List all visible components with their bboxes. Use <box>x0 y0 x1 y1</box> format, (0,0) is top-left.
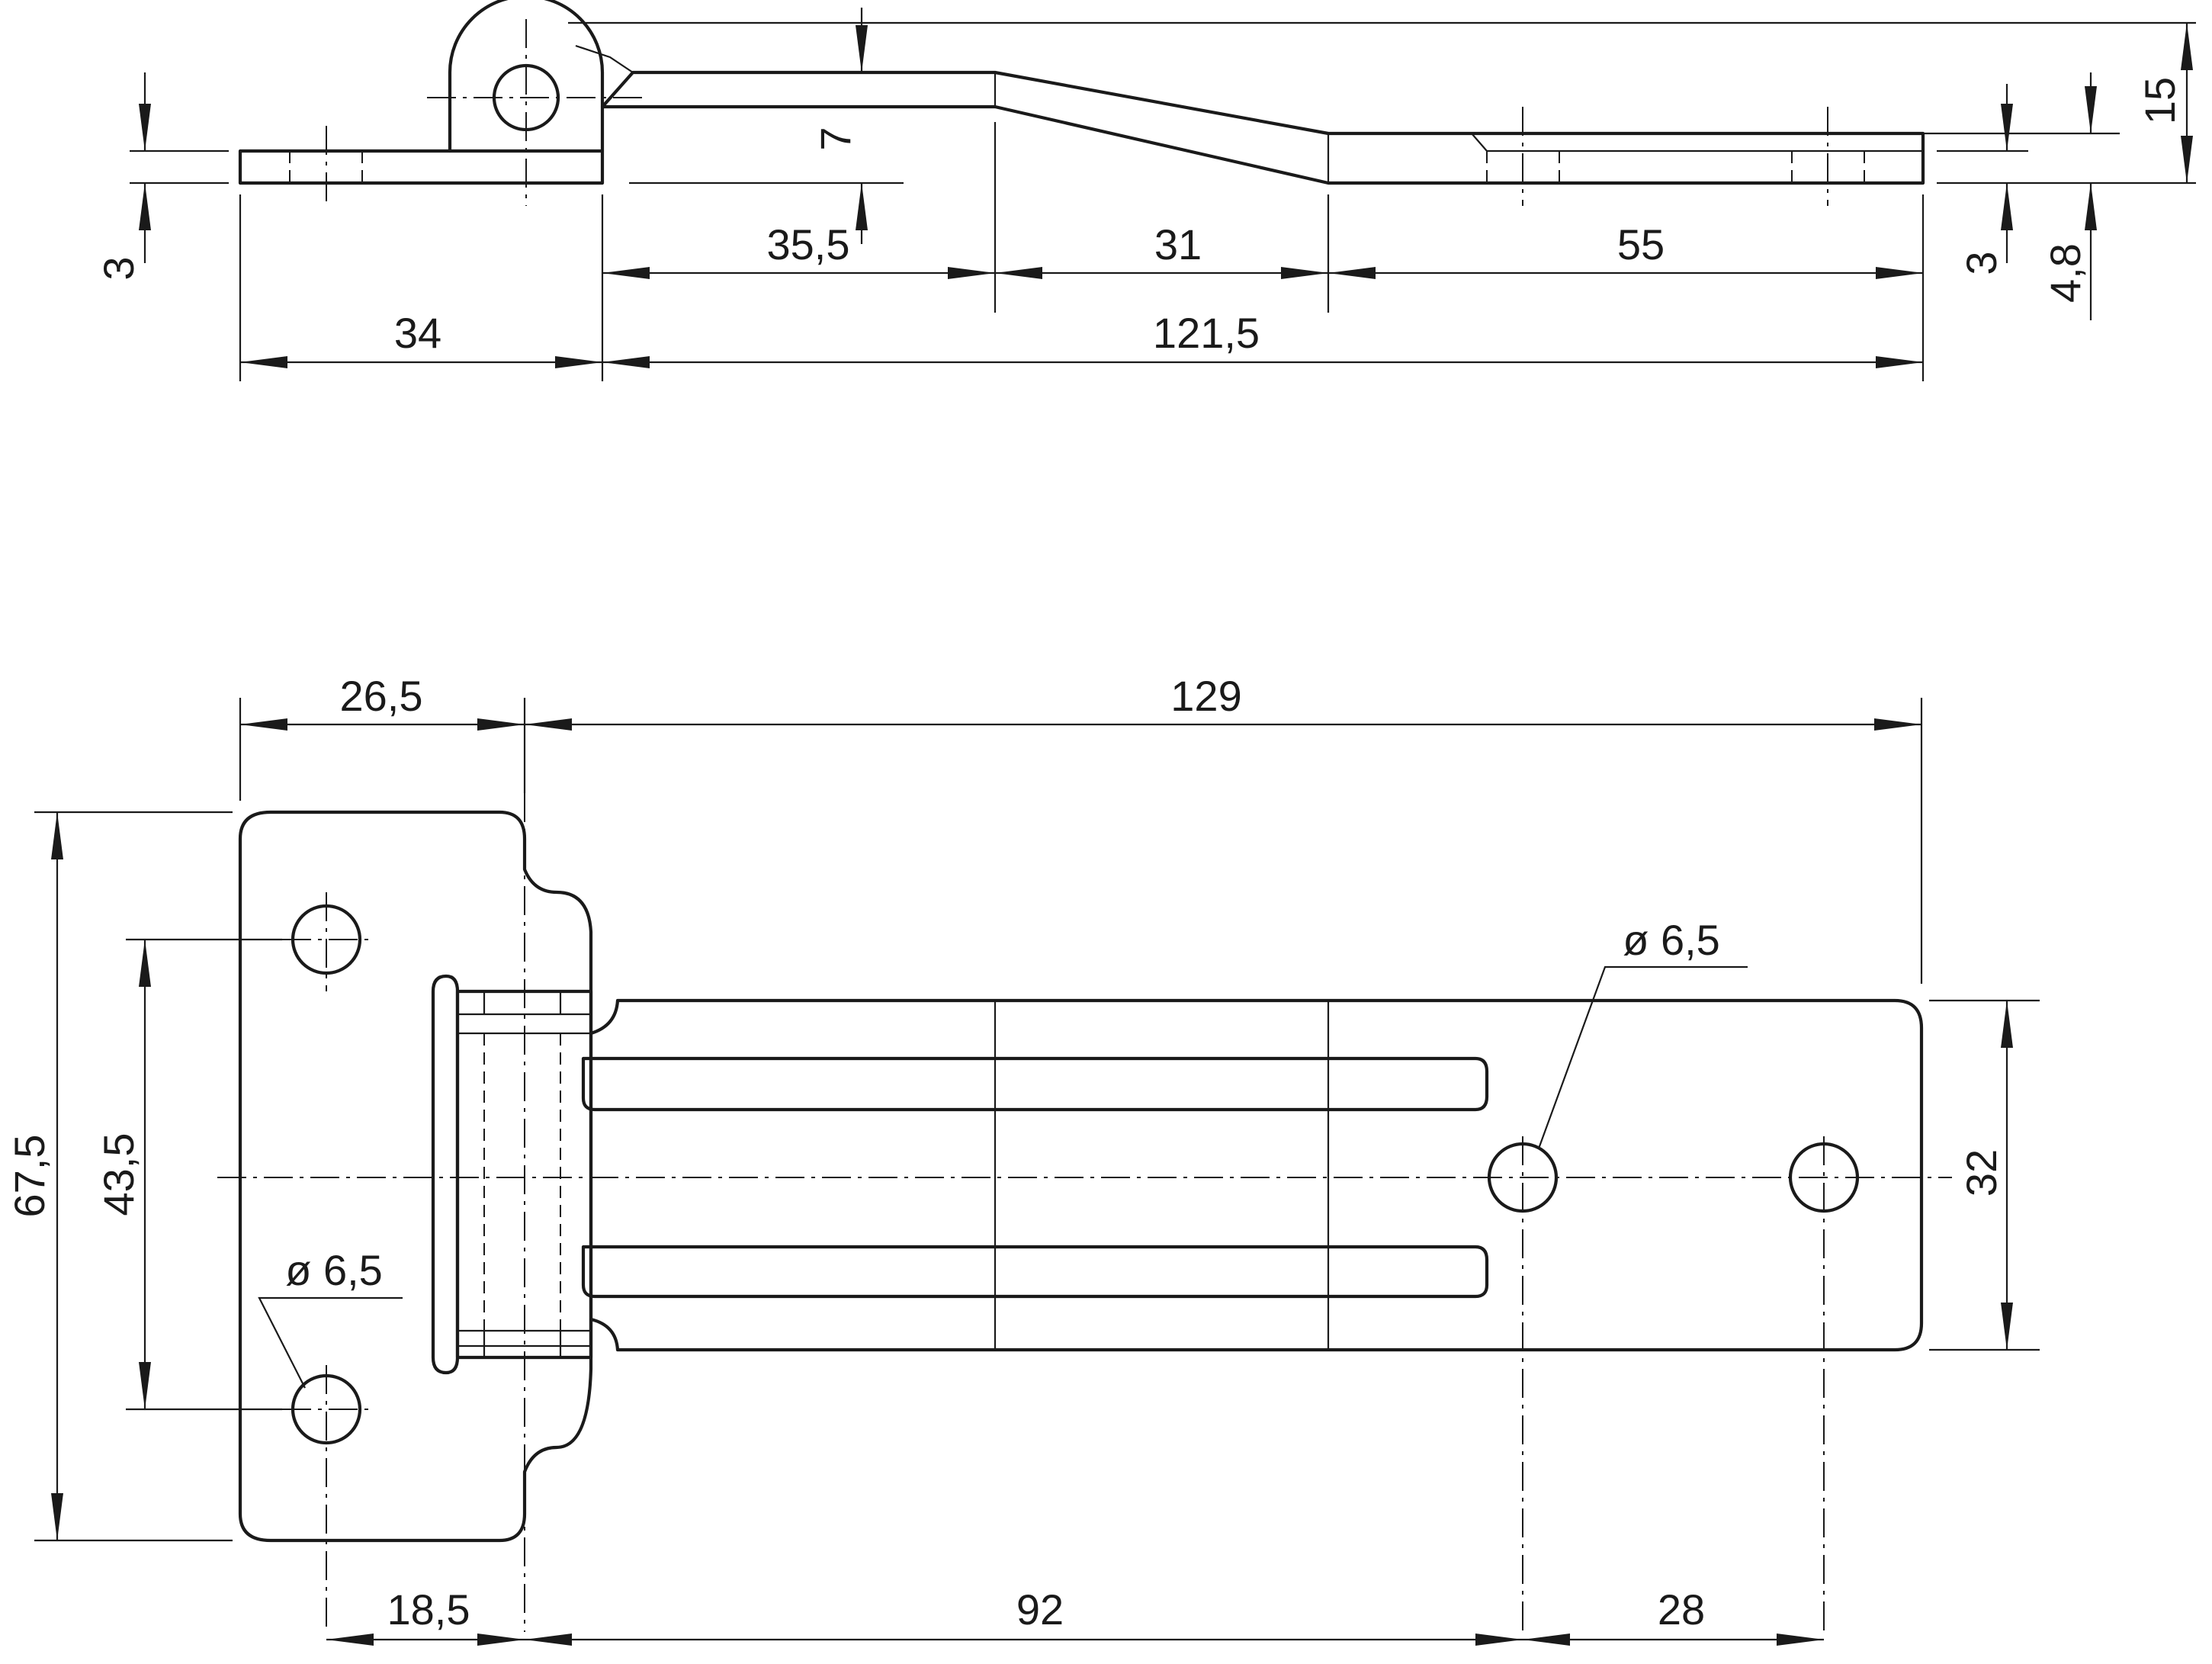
dim-label-hole-left: ø 6,5 <box>285 1246 383 1294</box>
dim-label-92: 92 <box>1016 1585 1064 1633</box>
centerline-hole-left-bottom <box>282 1365 374 1632</box>
dim-label-4-8: 4,8 <box>2041 243 2089 303</box>
dim-label-32: 32 <box>1957 1149 2005 1197</box>
dim-label-hole-right: ø 6,5 <box>1623 916 1720 964</box>
dim-label-26-5: 26,5 <box>340 672 423 720</box>
centerline-hole-left-top <box>282 892 374 991</box>
dim-label-18-5: 18,5 <box>387 1585 470 1633</box>
ext-lines-strap-height <box>1929 999 2040 1351</box>
dim-label-31: 31 <box>1154 220 1202 268</box>
ext-lines-vertical-top <box>239 122 1925 381</box>
hidden-pin-lines <box>483 1033 561 1331</box>
dim-label-121-5: 121,5 <box>1153 309 1260 357</box>
dim-label-thickness-left: 3 <box>95 256 143 280</box>
hidden-hole-mid <box>1486 151 1560 183</box>
dim-label-34: 34 <box>394 309 441 357</box>
dim-label-129: 129 <box>1170 672 1241 720</box>
ext-lines-top-front <box>239 698 1923 984</box>
knuckle-bands <box>483 991 562 1357</box>
rib-lower <box>581 1245 1489 1299</box>
dim-label-28: 28 <box>1658 1585 1705 1633</box>
knuckle-side <box>448 0 605 153</box>
strap-transition-line <box>575 44 634 73</box>
strap-side <box>600 70 1925 185</box>
dim-label-15: 15 <box>2136 77 2184 124</box>
rib-upper <box>581 1056 1489 1112</box>
ext-lines-height-total <box>34 811 233 1542</box>
dim-label-thickness-right: 3 <box>1957 251 2005 275</box>
dim-label-67-5: 67,5 <box>5 1135 53 1218</box>
dim-label-55: 55 <box>1617 220 1665 268</box>
leader-hole-right <box>1537 965 1748 1149</box>
hidden-hole-right <box>1791 151 1865 183</box>
front-view: 26,5 129 67,5 43,5 32 ø 6,5 ø 6,5 18,5 9… <box>5 672 2040 1646</box>
ext-lines-hole-spacing <box>126 938 282 1411</box>
pin-head <box>431 974 460 1375</box>
leader-hole-left <box>258 1296 403 1389</box>
dim-label-35-5: 35,5 <box>767 220 850 268</box>
ext-lines-right <box>1479 132 2196 185</box>
strap-front <box>589 998 1924 1352</box>
bend-lines <box>994 72 1330 183</box>
left-leaf-front <box>238 810 593 1543</box>
dim-label-rise: 7 <box>811 127 859 150</box>
hidden-hole-left <box>289 151 363 183</box>
strap-step-line <box>1328 132 1923 153</box>
left-leaf-side <box>238 149 605 185</box>
ext-line-thickness-left <box>130 149 229 185</box>
dim-label-43-5: 43,5 <box>95 1133 143 1216</box>
side-view: 3 7 35,5 31 55 34 121,5 3 4,8 15 <box>95 0 2196 381</box>
